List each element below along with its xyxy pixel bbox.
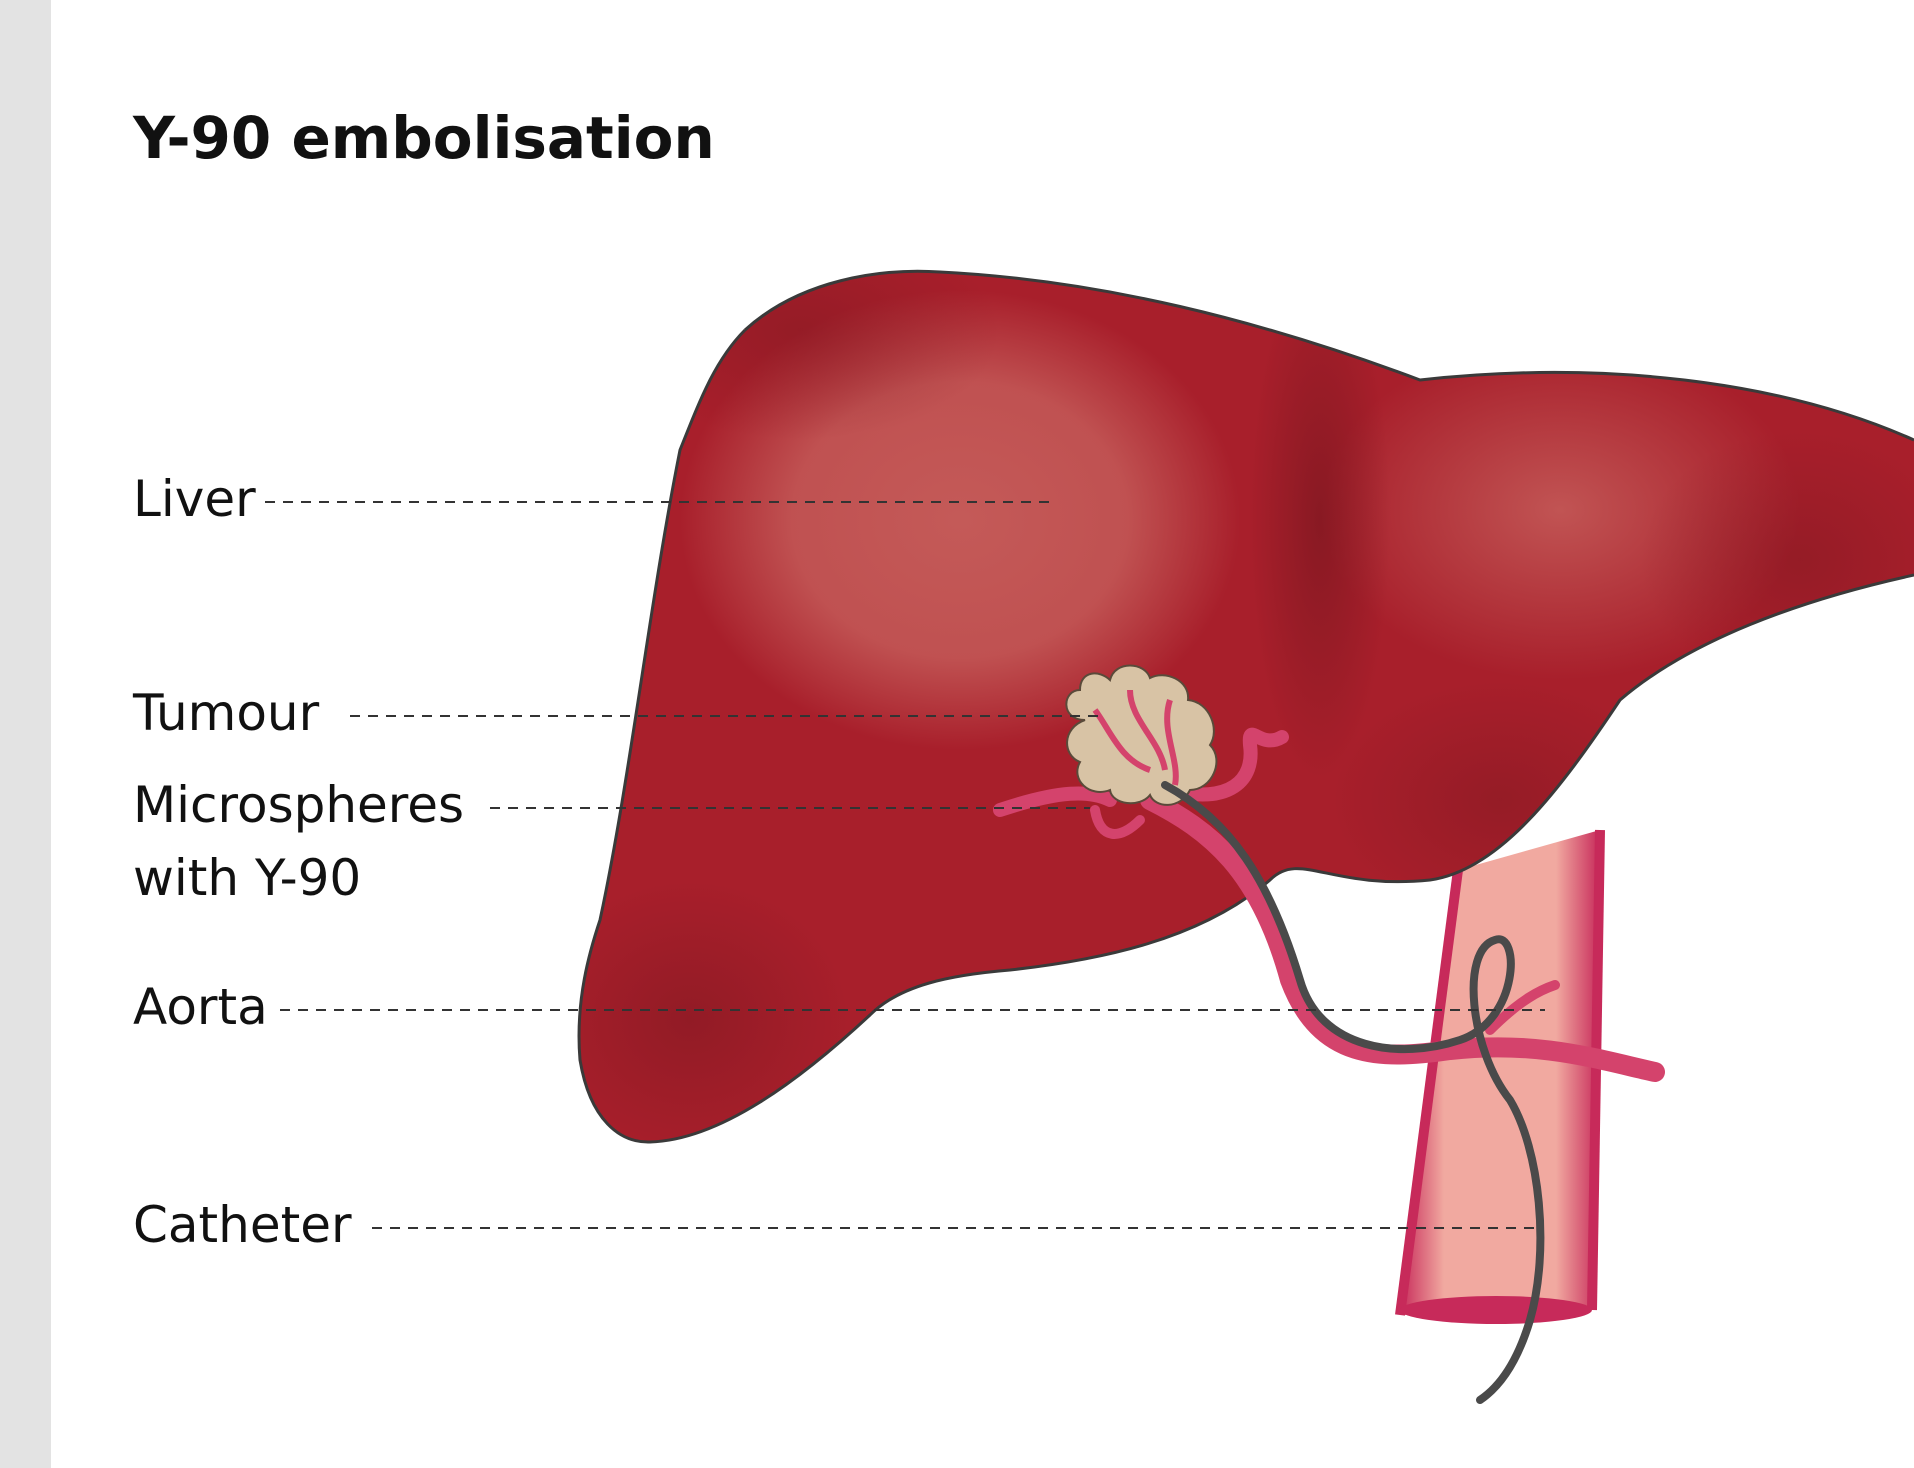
label-aorta: Aorta (133, 977, 268, 1037)
label-microspheres-line1: Microspheres (133, 775, 464, 835)
liver-organ (530, 220, 1914, 1160)
label-liver: Liver (133, 469, 256, 529)
label-microspheres-line2: with Y-90 (133, 848, 361, 908)
label-catheter: Catheter (133, 1195, 352, 1255)
label-tumour: Tumour (133, 683, 319, 743)
